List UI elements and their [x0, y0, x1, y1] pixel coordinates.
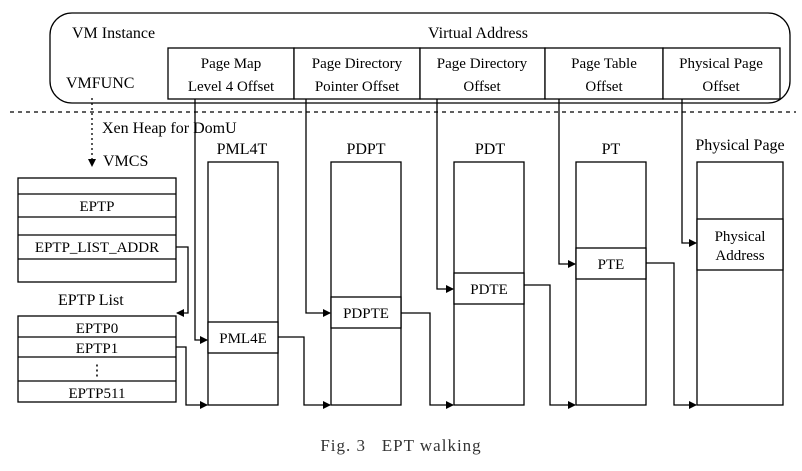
- va-field-label: Page Table: [571, 56, 637, 72]
- pdp-offset-arrow: [305, 99, 331, 317]
- pt-table: [575, 161, 647, 406]
- va-field-label: Page Directory: [437, 56, 528, 72]
- eptp-list-block: [17, 315, 177, 403]
- pml4e-entry: [207, 321, 279, 354]
- pml4-offset-arrow: [194, 99, 208, 344]
- va-field-pd-offset: [419, 47, 546, 100]
- pml4e-to-pdpt-arrow: [278, 336, 331, 409]
- va-field-label: Pointer Offset: [315, 79, 400, 95]
- vm-instance-label: VM Instance: [72, 25, 155, 42]
- physical-address-label: Physical: [715, 229, 766, 245]
- vmcs-eptp: EPTP: [79, 199, 114, 215]
- va-field-pt-offset: [544, 47, 664, 100]
- pdte-label: PDTE: [470, 282, 508, 298]
- va-field-label: Page Directory: [312, 56, 403, 72]
- vmcs-eptp-list-addr: EPTP_LIST_ADDR: [35, 240, 159, 256]
- pt-title: PT: [602, 141, 621, 158]
- eptp1-to-pml4t-arrow: [176, 346, 208, 409]
- vmcs-title: VMCS: [103, 153, 148, 170]
- eptp-list-entry: ⋮: [90, 363, 105, 379]
- va-field-page-offset: [662, 47, 781, 100]
- physical-address-entry: [696, 218, 784, 271]
- va-field-label: Level 4 Offset: [188, 79, 275, 95]
- pdpte-to-pdt-arrow: [401, 312, 454, 409]
- pd-offset-arrow: [436, 99, 454, 293]
- va-field-label: Page Map: [201, 56, 261, 72]
- va-field-pml4-offset: [167, 47, 295, 100]
- pml4t-title: PML4T: [217, 141, 268, 158]
- va-field-label: Physical Page: [679, 56, 763, 72]
- pte-label: PTE: [598, 257, 625, 273]
- va-field-label: Offset: [585, 79, 623, 95]
- physical-address-label: Address: [715, 248, 764, 264]
- pml4e-label: PML4E: [219, 331, 267, 347]
- eptp-list-entry: EPTP511: [69, 386, 126, 402]
- physical-page-title: Physical Page: [695, 137, 784, 154]
- pml4t-table: [207, 161, 279, 406]
- eptp-list-entry: EPTP1: [76, 341, 119, 357]
- pte-entry: [575, 247, 647, 280]
- figure-caption: Fig. 3 EPT walking: [320, 436, 481, 455]
- vmcs-block: [17, 177, 177, 283]
- eptp-list-addr-arrow: [176, 246, 189, 317]
- eptp-list-entry: EPTP0: [76, 321, 119, 337]
- page-offset-arrow: [681, 99, 697, 247]
- va-field-label: Offset: [702, 79, 740, 95]
- pdpt-table: [330, 161, 402, 406]
- va-field-pdp-offset: [293, 47, 421, 100]
- eptp-list-title: EPTP List: [58, 292, 124, 309]
- xen-heap-label: Xen Heap for DomU: [102, 120, 237, 137]
- pdt-title: PDT: [475, 141, 505, 158]
- pdte-to-pt-arrow: [524, 284, 576, 409]
- va-field-label: Offset: [463, 79, 501, 95]
- physical-page-table: [696, 161, 784, 406]
- pt-offset-arrow: [558, 99, 576, 268]
- pdpte-label: PDPTE: [343, 306, 389, 322]
- virtual-address-label: Virtual Address: [428, 25, 528, 42]
- pdpt-title: PDPT: [346, 141, 385, 158]
- pdte-entry: [453, 272, 525, 305]
- pte-to-physical-page-arrow: [646, 262, 697, 409]
- vmfunc-label: VMFUNC: [66, 75, 134, 92]
